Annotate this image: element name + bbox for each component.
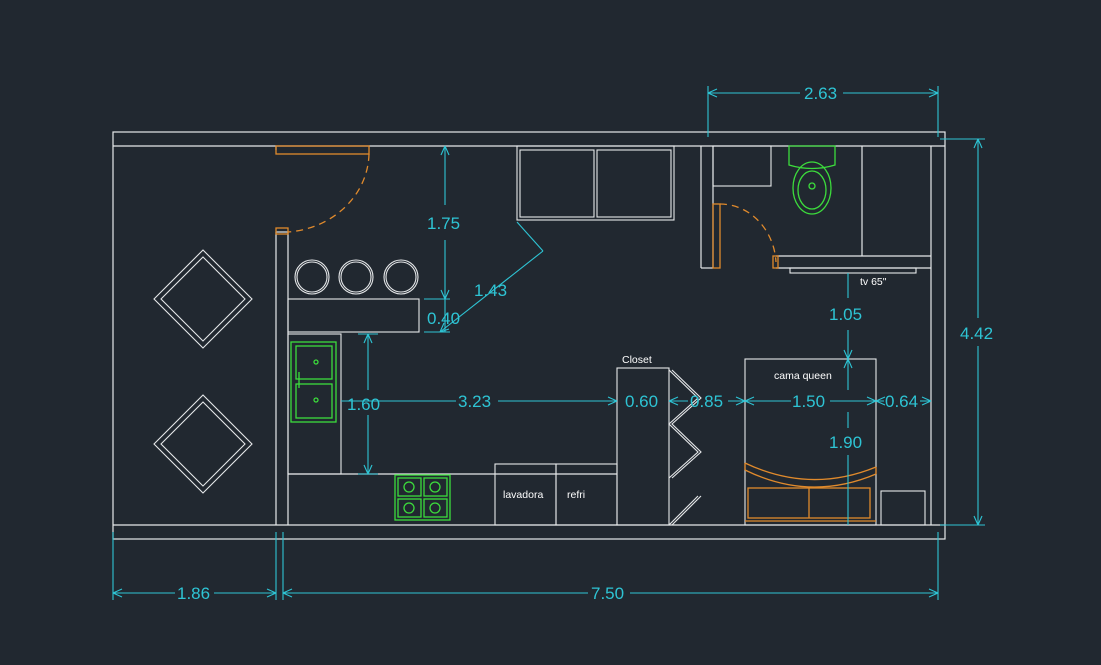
stove — [394, 474, 451, 521]
sofa — [516, 145, 675, 221]
bar-counter — [287, 298, 420, 333]
dim-bed-to-wall-label: 0.64 — [885, 392, 918, 411]
closet-label: Closet — [622, 354, 652, 366]
kitchen-sink — [290, 341, 337, 423]
dim-bar-to-top: 1.75 — [427, 145, 460, 300]
dim-bed-length-label: 1.90 — [829, 433, 862, 452]
dim-closet-width-label: 0.60 — [625, 392, 658, 411]
dim-bottom-main-label: 7.50 — [591, 584, 624, 603]
dim-closet-to-bed-label: 0.85 — [690, 392, 723, 411]
fridge: refri — [555, 463, 618, 526]
dim-bed-vertical: 1.05 1.90 — [829, 273, 862, 525]
dim-kitchen-height-label: 1.60 — [347, 395, 380, 414]
dim-horizontal-chain: 3.23 0.60 0.85 1.50 0.64 — [341, 392, 932, 411]
closet: Closet — [616, 354, 702, 526]
kitchen-partition — [275, 146, 289, 525]
entry-door[interactable] — [275, 145, 370, 235]
dim-right-height: 4.42 — [940, 138, 993, 526]
nightstand — [880, 490, 926, 526]
fridge-label: refri — [567, 489, 585, 501]
dim-bed-width-label: 1.50 — [792, 392, 825, 411]
bar-stools — [294, 259, 419, 295]
dim-bath-to-bed-label: 1.05 — [829, 305, 862, 324]
dim-kitchen-to-closet-label: 3.23 — [458, 392, 491, 411]
bathroom-door[interactable] — [712, 203, 779, 269]
dim-right-height-label: 4.42 — [960, 324, 993, 343]
washer-label: lavadora — [503, 489, 543, 501]
tv-unit: tv 65" — [789, 267, 917, 288]
terrace-table-1 — [153, 249, 253, 349]
bed-label: cama queen — [774, 370, 832, 382]
kitchen-counter — [287, 333, 617, 475]
queen-bed: cama queen — [744, 358, 877, 526]
terrace-table-2 — [153, 394, 253, 494]
dim-bottom-main: 7.50 — [282, 532, 939, 603]
washer: lavadora — [494, 463, 557, 526]
outer-walls — [112, 131, 946, 540]
toilet — [788, 145, 836, 215]
dim-bottom-left-label: 1.86 — [177, 584, 210, 603]
dim-bottom-left: 1.86 — [112, 532, 277, 603]
dim-diagonal-label: 1.43 — [474, 281, 507, 300]
dim-top-width: 2.63 — [707, 84, 939, 137]
dim-diagonal: 1.43 — [439, 221, 544, 333]
tv-label: tv 65" — [860, 276, 887, 288]
dim-bar-to-top-label: 1.75 — [427, 214, 460, 233]
dim-kitchen-height: 1.60 — [347, 333, 380, 475]
dim-top-width-label: 2.63 — [804, 84, 837, 103]
